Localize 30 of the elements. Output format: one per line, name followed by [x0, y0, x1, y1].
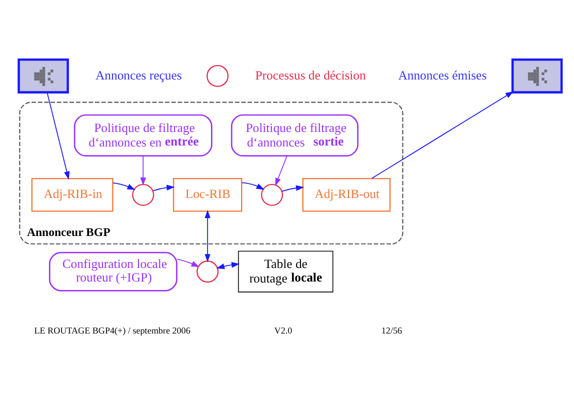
node-box: Politique de filtrage d‘annonces sortie	[230, 114, 358, 157]
arrow	[46, 92, 70, 180]
arrow	[140, 156, 146, 186]
arrow	[216, 262, 240, 270]
arrow	[371, 91, 514, 179]
label: LE ROUTAGE BGP4(+) / septembre 2006	[34, 325, 190, 336]
node-box: Table de routage locale	[238, 250, 334, 292]
node-picture	[511, 58, 563, 94]
node-label: Annonces émises	[398, 68, 487, 82]
node-circle	[196, 260, 219, 283]
arrow	[112, 182, 136, 190]
label: 12/56	[381, 325, 402, 336]
node-circle	[132, 184, 154, 206]
arrow	[281, 185, 304, 192]
node-box: Configuration locale routeur (+IGP)	[48, 252, 178, 292]
node-circle	[261, 184, 284, 206]
arrow	[275, 156, 288, 186]
arrow	[152, 184, 175, 192]
arrow	[204, 210, 210, 262]
arrow	[176, 258, 200, 268]
node-box: Loc-RIB	[172, 178, 242, 212]
node-label: Annonces reçues	[95, 68, 182, 82]
node-box: Adj-RIB-out	[302, 178, 391, 212]
arrow	[241, 182, 265, 190]
node-picture	[18, 58, 69, 94]
label: V2.0	[274, 325, 292, 336]
node-circle	[206, 64, 229, 87]
node-box: Politique de filtrage d‘annonces en entrée	[74, 114, 212, 157]
node-label: Processus de décision	[255, 68, 366, 82]
node-box: Adj-RIB-in	[31, 178, 114, 212]
